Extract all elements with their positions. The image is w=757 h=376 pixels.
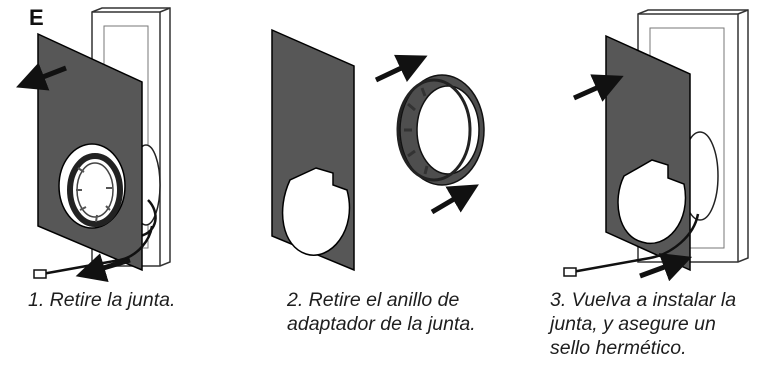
step-2-caption: 2. Retire el anillo de adaptador de la j…: [287, 288, 497, 336]
panel-2-illustration: [271, 28, 485, 272]
arrow-ring-bottom: [430, 184, 479, 215]
arrow-install-top: [572, 74, 624, 102]
arrow-remove-bottom: [75, 253, 131, 283]
step-3-caption: 3. Vuelva a instalar la junta, y asegure…: [550, 288, 755, 360]
step-2-line-2: adaptador de la junta.: [287, 313, 476, 335]
step-letter-badge: E: [29, 5, 44, 30]
step-1-line-1: 1. Retire la junta.: [28, 289, 176, 311]
step-3-line-3: sello hermético.: [550, 337, 687, 359]
cable-3: [571, 213, 700, 274]
panel-3-illustration: [563, 9, 749, 282]
connector-1: [33, 269, 47, 279]
gasket-3: [605, 34, 691, 272]
arrow-remove-top: [16, 62, 67, 91]
cable-1: [41, 225, 154, 276]
step-1-caption: 1. Retire la junta.: [28, 288, 228, 312]
arrow-ring-top: [374, 54, 428, 83]
gasket-diagram: [16, 7, 749, 283]
step-2-line-1: 2. Retire el anillo de: [287, 289, 460, 311]
adapter-ring-2: [396, 74, 485, 186]
gasket-2: [271, 28, 355, 272]
step-3-line-2: junta, y asegure un: [550, 313, 716, 335]
panel-1-illustration: [16, 7, 171, 283]
step-3-line-1: 3. Vuelva a instalar la: [550, 289, 737, 311]
arrow-install-bottom: [639, 253, 693, 282]
gasket-1: [37, 32, 143, 272]
connector-3: [563, 267, 577, 277]
